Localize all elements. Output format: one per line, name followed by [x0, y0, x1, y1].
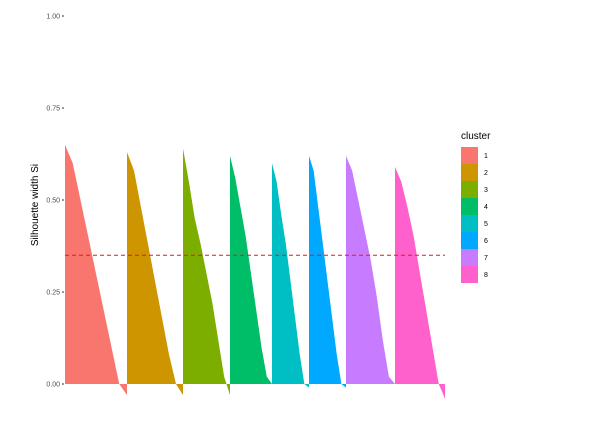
cluster-2-silhouette-bars	[127, 152, 183, 396]
y-tick-label: 0.25	[46, 290, 60, 297]
y-tick-label: 0.50	[46, 198, 60, 205]
y-tick-label: 1.00	[46, 14, 60, 21]
legend-label-8: 8	[484, 272, 488, 279]
legend-key-5	[461, 215, 478, 232]
legend-key-3	[461, 181, 478, 198]
legend-key-7	[461, 249, 478, 266]
legend-label-4: 4	[484, 204, 488, 211]
y-tick-label: 0.75	[46, 106, 60, 113]
legend-key-4	[461, 198, 478, 215]
cluster-3-silhouette-bars	[183, 148, 230, 396]
legend-label-5: 5	[484, 221, 488, 228]
legend-key-6	[461, 232, 478, 249]
silhouette-bars	[65, 144, 445, 399]
cluster-6-silhouette-bars	[309, 155, 346, 388]
cluster-8-silhouette-bars	[395, 166, 445, 399]
legend-key-8	[461, 266, 478, 283]
cluster-1-silhouette-bars	[65, 144, 127, 396]
legend-key-2	[461, 164, 478, 181]
legend-label-1: 1	[484, 153, 488, 160]
legend-key-1	[461, 147, 478, 164]
legend-label-7: 7	[484, 255, 488, 262]
legend-title: cluster	[461, 131, 491, 142]
legend: cluster 1 2 3 4 5 6 7 8	[461, 131, 491, 283]
legend-label-6: 6	[484, 238, 488, 245]
y-axis: 0.00 0.25 0.50 0.75 1.00	[46, 14, 64, 389]
cluster-4-silhouette-bars	[230, 155, 272, 384]
y-tick-label: 0.00	[46, 382, 60, 389]
y-axis-title: Silhouette width Si	[30, 164, 41, 246]
cluster-7-silhouette-bars	[346, 155, 395, 384]
cluster-5-silhouette-bars	[272, 163, 309, 388]
legend-label-2: 2	[484, 170, 488, 177]
legend-items: 1 2 3 4 5 6 7 8	[461, 147, 488, 283]
legend-label-3: 3	[484, 187, 488, 194]
